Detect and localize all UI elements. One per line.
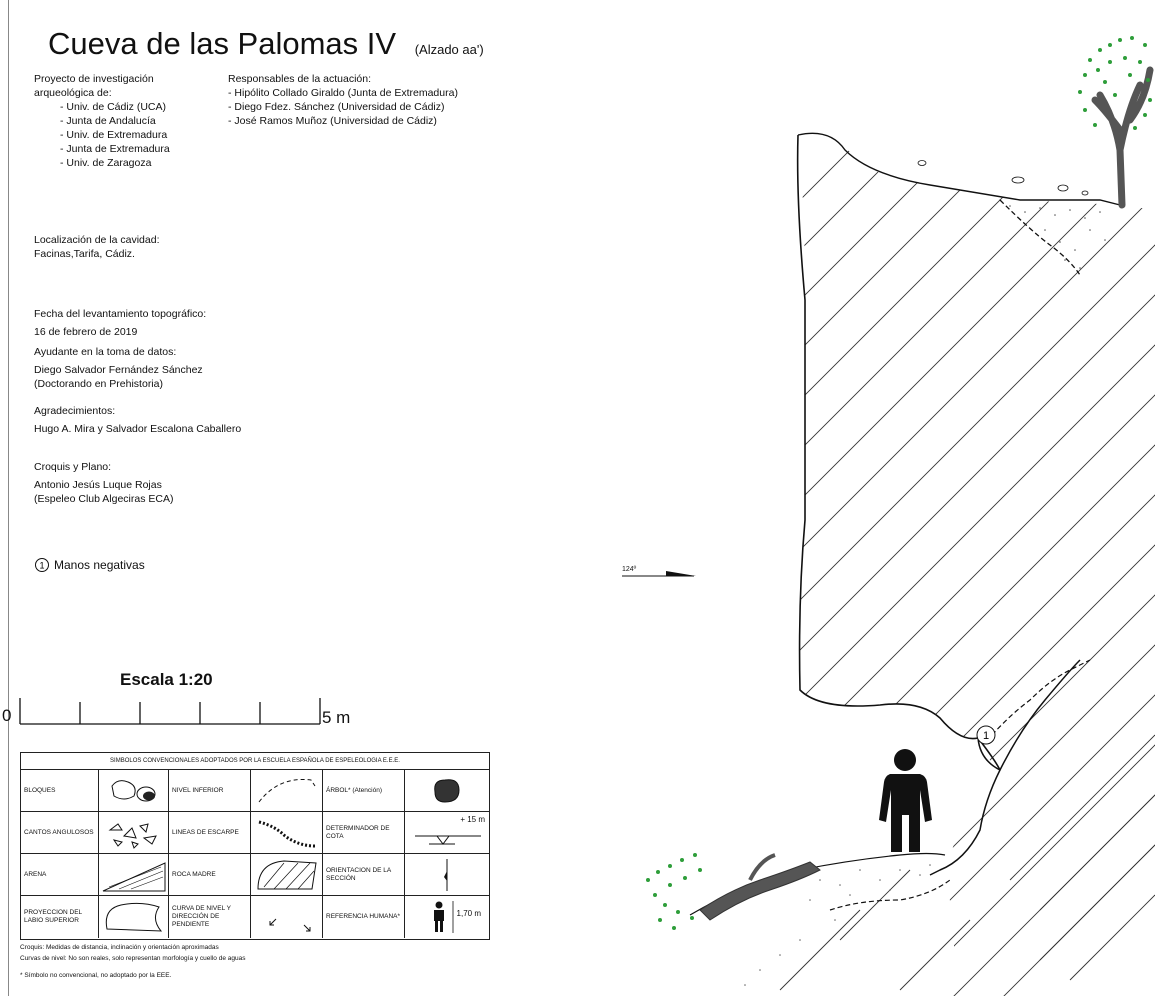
fallen-trunk-icon: [699, 853, 821, 921]
marker-1-number: 1: [983, 730, 989, 742]
legend-label-cota: DETERMINADOR DE COTA: [323, 812, 405, 854]
legend-label-nivel-inferior: NIVEL INFERIOR: [169, 770, 251, 812]
project-item: - Univ. de Extremadura: [60, 129, 168, 141]
legend-label-cantos: CANTOS ANGULOSOS: [21, 812, 99, 854]
legend-label-roca: ROCA MADRE: [169, 854, 251, 896]
location-label: Localización de la cavidad:: [34, 234, 160, 246]
project-item: - Junta de Andalucía: [60, 115, 156, 127]
survey-date-block: Fecha del levantamiento topográfico: 16 …: [34, 307, 206, 339]
thanks-block: Agradecimientos: Hugo A. Mira y Salvador…: [34, 404, 241, 436]
project-heading-1: Proyecto de investigación: [34, 73, 154, 85]
project-item: - Univ. de Zaragoza: [60, 157, 152, 169]
thanks-value: Hugo A. Mira y Salvador Escalona Caballe…: [34, 423, 242, 435]
scale-start-label: 0: [2, 706, 12, 725]
legend-label-orientacion: ORIENTACION DE LA SECCIÓN: [323, 854, 405, 896]
sketch-name: Antonio Jesús Luque Rojas: [34, 479, 162, 491]
orientation-arrow-icon: [622, 571, 696, 577]
responsibles-list: - Hipólito Collado Giraldo (Junta de Ext…: [228, 86, 458, 128]
scale-end-label: 5 m: [322, 708, 351, 727]
sketch-club: (Espeleo Club Algeciras ECA): [34, 493, 174, 505]
legend-label-arbol: ÁRBOL* (Atención): [323, 770, 405, 812]
legend-label-bloques: BLOQUES: [21, 770, 99, 812]
location-value: Facinas,Tarifa, Cádiz.: [34, 248, 135, 260]
left-margin-rule: [8, 0, 9, 996]
footnotes: Croquis: Medidas de distancia, inclinaci…: [20, 942, 245, 981]
title-subtitle: (Alzado aa'): [414, 42, 484, 57]
title-text: Cueva de las Palomas IV: [48, 26, 397, 61]
marker-1-icon: 1: [976, 725, 996, 745]
bush-icon: [646, 853, 702, 930]
helper-block: Ayudante en la toma de datos: Diego Salv…: [34, 345, 203, 391]
section-orientation-symbol-icon: [405, 854, 489, 896]
rock-hatching: [798, 134, 1155, 996]
footnote-line: Curvas de nivel: No son reales, solo rep…: [20, 955, 246, 962]
legend-table: SIMBOLOS CONVENCIONALES ADOPTADOS POR LA…: [20, 752, 490, 940]
responsible-item: - José Ramos Muñoz (Universidad de Cádiz…: [228, 115, 437, 127]
project-block: Proyecto de investigación arqueológica d…: [34, 72, 170, 170]
slope-direction-symbol-icon: [251, 896, 323, 938]
bedrock-symbol-icon: [251, 854, 323, 896]
marker-note: 1 Manos negativas: [34, 557, 145, 573]
blocks-symbol-icon: [99, 770, 169, 812]
circled-number-icon: 1: [35, 558, 49, 572]
project-list: - Univ. de Cádiz (UCA) - Junta de Andalu…: [60, 100, 170, 170]
lower-hatching: [779, 734, 1155, 991]
page-title: Cueva de las Palomas IV (Alzado aa'): [48, 26, 484, 62]
sketch-label: Croquis y Plano:: [34, 461, 112, 473]
responsible-item: - Hipólito Collado Giraldo (Junta de Ext…: [228, 87, 458, 99]
cave-outline: [796, 134, 1001, 771]
legend-grid: BLOQUES NIVEL INFERIOR ÁRBOL* (Atención)…: [21, 770, 489, 938]
responsible-item: - Diego Fdez. Sánchez (Universidad de Cá…: [228, 101, 445, 113]
scarp-line-symbol-icon: [251, 812, 323, 854]
ground-stipple: [744, 864, 931, 986]
ground-dashed-level: [829, 879, 951, 911]
thanks-label: Agradecimientos:: [34, 405, 116, 417]
sand-symbol-icon: [99, 854, 169, 896]
lower-level-symbol-icon: [251, 770, 323, 812]
responsibles-heading: Responsables de la actuación:: [228, 73, 372, 85]
marker-note-label: Manos negativas: [54, 558, 145, 572]
project-item: - Univ. de Cádiz (UCA): [60, 101, 166, 113]
responsibles-block: Responsables de la actuación: - Hipólito…: [228, 72, 458, 128]
cave-section-drawing: 1: [646, 36, 1155, 996]
cave-top-edge: [797, 132, 1121, 206]
orientation-label: 124º: [622, 566, 637, 573]
project-heading-2: arqueológica de:: [34, 87, 112, 99]
scale-title: Escala 1:20: [120, 670, 213, 689]
survey-date-value: 16 de febrero de 2019: [34, 326, 138, 338]
scale-bar: [19, 698, 321, 725]
legend-header: SIMBOLOS CONVENCIONALES ADOPTADOS POR LA…: [21, 753, 489, 770]
helper-name: Diego Salvador Fernández Sánchez: [34, 364, 203, 376]
legend-label-proyeccion: PROYECCION DEL LABIO SUPERIOR: [21, 896, 99, 938]
survey-date-label: Fecha del levantamiento topográfico:: [34, 308, 207, 320]
legend-label-referencia: REFERENCIA HUMANA*: [323, 896, 405, 938]
human-reference-symbol-icon: 1,70 m: [405, 896, 489, 938]
footnote-line: Croquis: Medidas de distancia, inclinaci…: [20, 944, 219, 951]
legend-label-arena: ARENA: [21, 854, 99, 896]
helper-role: (Doctorando en Prehistoria): [34, 378, 163, 390]
marker-note-number: 1: [39, 561, 44, 571]
cota-value: + 15 m: [460, 815, 485, 824]
angular-stones-symbol-icon: [99, 812, 169, 854]
location-block: Localización de la cavidad: Facinas,Tari…: [34, 233, 160, 261]
tree-icon: [1078, 36, 1154, 209]
cliff-lower: [977, 659, 1081, 772]
upper-lip-projection-symbol-icon: [99, 896, 169, 938]
top-dashed-level: [999, 199, 1081, 276]
dashed-fissure: [991, 659, 1091, 736]
legend-label-escarpe: LINEAS DE ESCARPE: [169, 812, 251, 854]
cliff-face: [929, 769, 1001, 876]
footnote-line: * Símbolo no convencional, no adoptado p…: [20, 972, 172, 979]
top-soil-stipple: [999, 199, 1106, 269]
top-stones: [917, 160, 1089, 196]
tree-symbol-icon: [405, 770, 489, 812]
legend-label-curva: CURVA DE NIVEL Y DIRECCIÓN DE PENDIENTE: [169, 896, 251, 938]
human-figure-icon: [879, 749, 932, 852]
helper-label: Ayudante en la toma de datos:: [34, 346, 177, 358]
project-item: - Junta de Extremadura: [60, 143, 170, 155]
elevation-marker-symbol-icon: + 15 m: [405, 812, 489, 854]
sketch-block: Croquis y Plano: Antonio Jesús Luque Roj…: [34, 460, 173, 506]
human-height-value: 1,70 m: [456, 909, 481, 918]
